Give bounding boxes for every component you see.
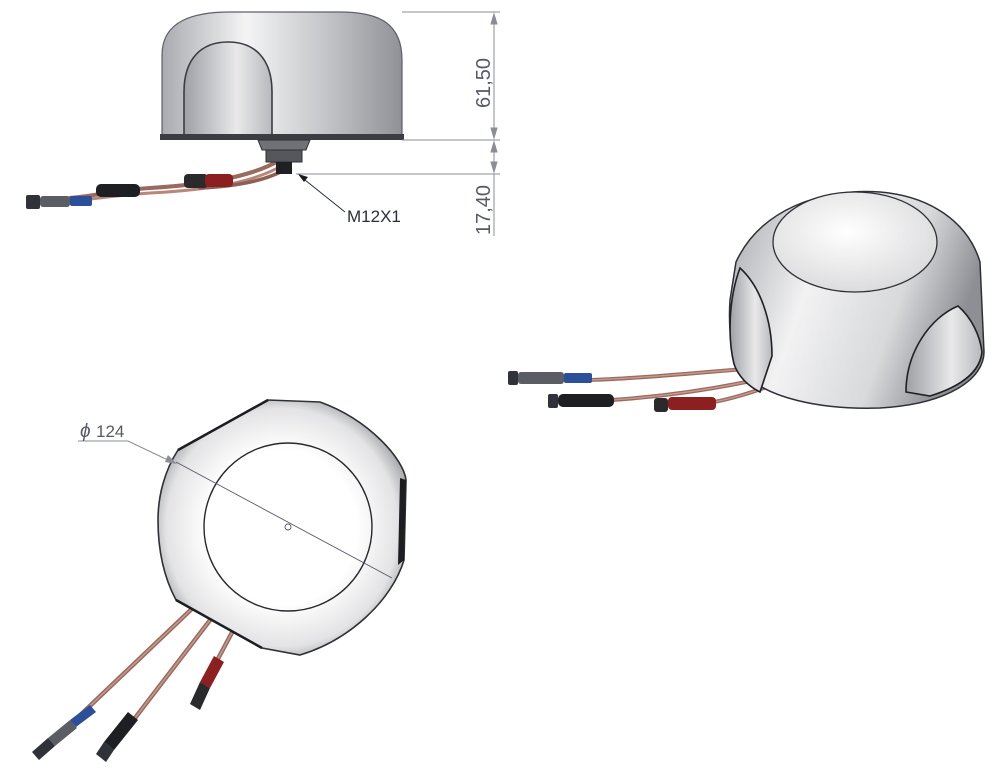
thread-callout-leader: [298, 174, 346, 213]
dimension-lines-height: [296, 11, 500, 236]
side-view-base-rim: [160, 134, 404, 140]
side-view: 61,50 17,40 M12X1: [26, 11, 500, 236]
isometric-view: [508, 190, 985, 412]
iso-view-connector-red: [654, 397, 716, 412]
iso-view-connector-blue: [508, 371, 592, 385]
top-view-connector-red: [190, 656, 224, 710]
iso-view-notch-left: [729, 266, 773, 394]
dim-label-height-mount: 17,40: [473, 185, 495, 235]
iso-view-connector-black: [548, 394, 614, 408]
diameter-symbol: ϕ: [80, 421, 91, 442]
top-view-connector-black: [96, 712, 138, 762]
dim-label-height-dome: 61,50: [473, 58, 495, 108]
side-view-mount: [257, 139, 311, 174]
side-view-dome-notch: [183, 41, 273, 137]
thread-callout-label: M12X1: [347, 207, 401, 226]
iso-view-top-surface: [772, 191, 938, 293]
top-view-connector-blue: [32, 705, 96, 760]
diameter-label: 124: [96, 422, 124, 441]
top-view-inner-circle: [203, 442, 373, 612]
side-view-connector-blue: [26, 195, 92, 209]
top-view: ϕ 124: [32, 398, 407, 762]
side-view-connector-red: [184, 174, 233, 188]
iso-view-notch-right: [905, 305, 983, 397]
top-view-body: [157, 399, 407, 656]
diameter-dimension-line: [78, 440, 393, 579]
side-view-connector-black: [96, 184, 140, 197]
